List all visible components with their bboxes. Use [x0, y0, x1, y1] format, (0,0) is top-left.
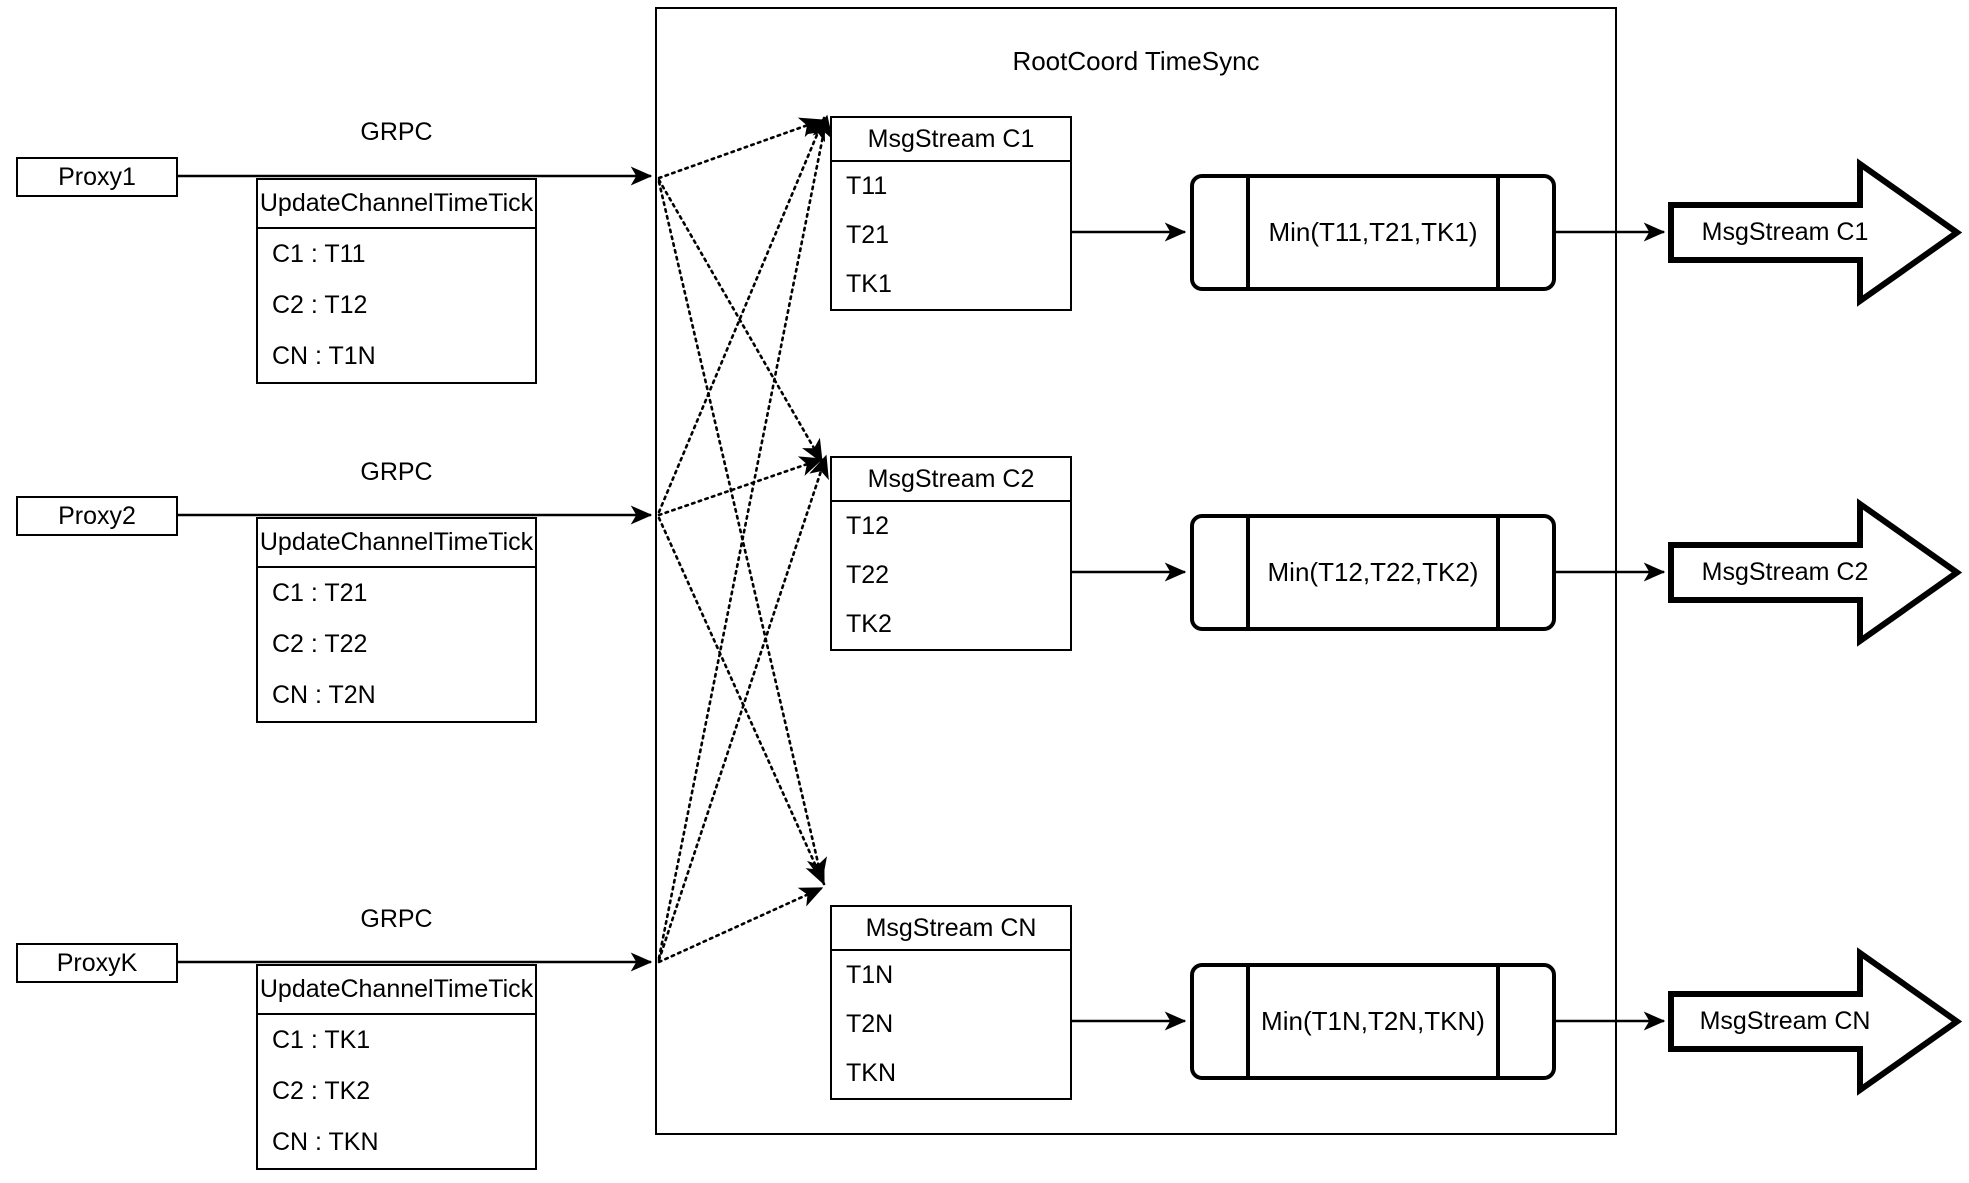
msgstream-box-cn: MsgStream CN T1N T2N TKN — [830, 905, 1072, 1100]
output-block-arrow-c2: MsgStream C2 — [1668, 498, 1963, 647]
table-row: T22 — [846, 561, 890, 589]
block-arrow-shape — [1668, 947, 1963, 1096]
table-row: TK1 — [846, 270, 892, 298]
msgstream-body: T11 T21 TK1 — [832, 162, 1070, 309]
table-row: C1 : T11 — [272, 240, 366, 268]
msgstream-body: T1N T2N TKN — [832, 951, 1070, 1098]
proxy-label: ProxyK — [56, 948, 138, 977]
grpc-label-proxyk: GRPC — [360, 905, 433, 933]
proxy-box-proxyk[interactable]: ProxyK — [16, 943, 178, 983]
rootcoord-timesync-title: RootCoord TimeSync — [1012, 46, 1260, 76]
msgstream-header: MsgStream CN — [832, 907, 1070, 951]
table-row: T2N — [846, 1010, 894, 1038]
grpc-label-proxy1: GRPC — [360, 118, 433, 146]
process-divider-right — [1496, 967, 1500, 1076]
process-divider-left — [1246, 178, 1250, 287]
table-row: T1N — [846, 961, 894, 989]
table-row: T12 — [846, 512, 890, 540]
min-label: Min(T1N,T2N,TKN) — [1261, 1006, 1485, 1036]
proxy-label: Proxy1 — [58, 162, 136, 191]
table-body: C1 : T11 C2 : T12 CN : T1N — [258, 229, 535, 382]
table-row: C2 : T22 — [272, 630, 368, 658]
msgstream-header: MsgStream C1 — [832, 118, 1070, 162]
grpc-label-proxy2: GRPC — [360, 458, 433, 486]
min-process-c2: Min(T12,T22,TK2) — [1190, 514, 1556, 631]
msgstream-body: T12 T22 TK2 — [832, 502, 1070, 649]
msgstream-box-c2: MsgStream C2 T12 T22 TK2 — [830, 456, 1072, 651]
table-row: T11 — [846, 172, 888, 200]
table-row: T21 — [846, 221, 890, 249]
process-divider-right — [1496, 178, 1500, 287]
block-arrow-shape — [1668, 498, 1963, 647]
table-row: CN : TKN — [272, 1128, 379, 1156]
process-divider-left — [1246, 518, 1250, 627]
update-channel-timetick-table-proxyk: UpdateChannelTimeTick C1 : TK1 C2 : TK2 … — [256, 964, 537, 1170]
min-process-cn: Min(T1N,T2N,TKN) — [1190, 963, 1556, 1080]
process-divider-right — [1496, 518, 1500, 627]
output-label: MsgStream C1 — [1701, 218, 1869, 246]
proxy-box-proxy2[interactable]: Proxy2 — [16, 496, 178, 536]
output-label: MsgStream CN — [1699, 1007, 1871, 1035]
table-row: CN : T1N — [272, 342, 376, 370]
proxy-label: Proxy2 — [58, 501, 136, 530]
table-row: TK2 — [846, 610, 892, 638]
table-row: CN : T2N — [272, 681, 376, 709]
table-row: C2 : T12 — [272, 291, 368, 319]
msgstream-header: MsgStream C2 — [832, 458, 1070, 502]
update-channel-timetick-table-proxy2: UpdateChannelTimeTick C1 : T21 C2 : T22 … — [256, 517, 537, 723]
msgstream-box-c1: MsgStream C1 T11 T21 TK1 — [830, 116, 1072, 311]
output-block-arrow-c1: MsgStream C1 — [1668, 158, 1963, 307]
table-header: UpdateChannelTimeTick — [258, 966, 535, 1015]
table-body: C1 : TK1 C2 : TK2 CN : TKN — [258, 1015, 535, 1168]
proxy-box-proxy1[interactable]: Proxy1 — [16, 157, 178, 197]
min-label: Min(T11,T21,TK1) — [1268, 217, 1478, 247]
table-row: C1 : T21 — [272, 579, 368, 607]
table-body: C1 : T21 C2 : T22 CN : T2N — [258, 568, 535, 721]
update-channel-timetick-table-proxy1: UpdateChannelTimeTick C1 : T11 C2 : T12 … — [256, 178, 537, 384]
table-header: UpdateChannelTimeTick — [258, 180, 535, 229]
block-arrow-shape — [1668, 158, 1963, 307]
min-process-c1: Min(T11,T21,TK1) — [1190, 174, 1556, 291]
table-row: C2 : TK2 — [272, 1077, 371, 1105]
output-label: MsgStream C2 — [1701, 558, 1869, 586]
process-divider-left — [1246, 967, 1250, 1076]
output-block-arrow-cn: MsgStream CN — [1668, 947, 1963, 1096]
table-row: C1 : TK1 — [272, 1026, 371, 1054]
min-label: Min(T12,T22,TK2) — [1267, 557, 1479, 587]
table-header: UpdateChannelTimeTick — [258, 519, 535, 568]
table-row: TKN — [846, 1059, 896, 1087]
rootcoord-timesync-container — [655, 7, 1617, 1135]
